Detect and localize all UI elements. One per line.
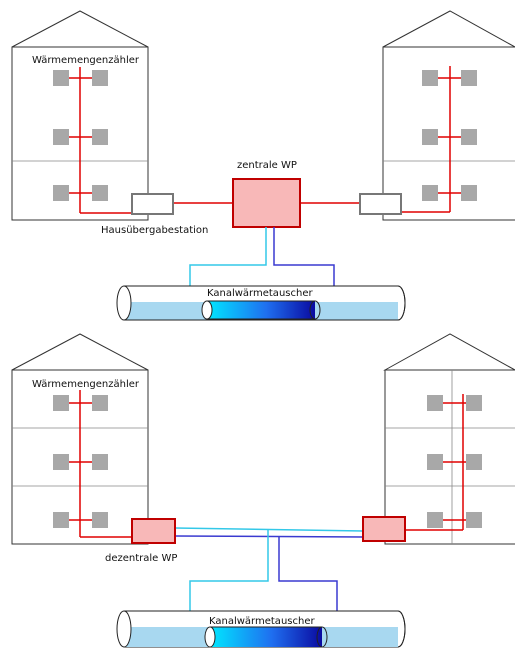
window: [427, 395, 443, 411]
window: [466, 395, 482, 411]
window: [53, 454, 69, 470]
window: [427, 512, 443, 528]
bottom-diagram: Wärmemengenzähler: [11, 333, 515, 648]
window: [53, 185, 69, 201]
right-substation: [359, 193, 402, 215]
window: [461, 70, 477, 86]
top-diagram: Wärmemengenzähler Hausübergabestatio: [11, 10, 515, 321]
bottom-right-building: [383, 333, 515, 545]
top-meter-label: Wärmemengenzähler: [32, 55, 140, 66]
window: [461, 185, 477, 201]
window: [53, 395, 69, 411]
right-decentral-heat-pump: [362, 516, 406, 542]
window: [92, 395, 108, 411]
window: [53, 512, 69, 528]
bottom-meter-label: Wärmemengenzähler: [32, 379, 140, 390]
window: [92, 454, 108, 470]
window: [422, 185, 438, 201]
central-heat-pump-label: zentrale WP: [237, 160, 297, 171]
bottom-warm-line: [278, 536, 338, 637]
top-left-windows: [53, 70, 108, 201]
window: [92, 129, 108, 145]
window: [92, 512, 108, 528]
bottom-cold-line: [189, 530, 269, 637]
bottom-warm-network: [174, 535, 364, 538]
bottom-exchanger-label: Kanalwärmetauscher: [209, 616, 315, 627]
bottom-right-windows: [427, 395, 482, 528]
central-heat-pump: [232, 178, 301, 228]
window: [92, 185, 108, 201]
window: [466, 454, 482, 470]
decentral-heat-pump-label: dezentrale WP: [105, 553, 177, 564]
top-right-building: [382, 10, 515, 221]
left-decentral-heat-pump: [131, 518, 176, 544]
left-substation: [131, 193, 174, 215]
window: [461, 129, 477, 145]
window: [92, 70, 108, 86]
window: [53, 70, 69, 86]
bottom-cold-network: [174, 527, 364, 532]
top-exchanger-label: Kanalwärmetauscher: [207, 288, 313, 299]
window: [427, 454, 443, 470]
window: [422, 70, 438, 86]
top-heat-exchanger: [201, 300, 321, 320]
bottom-heat-exchanger: [204, 626, 328, 648]
window: [466, 512, 482, 528]
bottom-left-windows: [53, 395, 108, 528]
window: [422, 129, 438, 145]
top-right-windows: [422, 70, 477, 201]
window: [53, 129, 69, 145]
substation-label: Hausübergabestation: [101, 225, 208, 236]
